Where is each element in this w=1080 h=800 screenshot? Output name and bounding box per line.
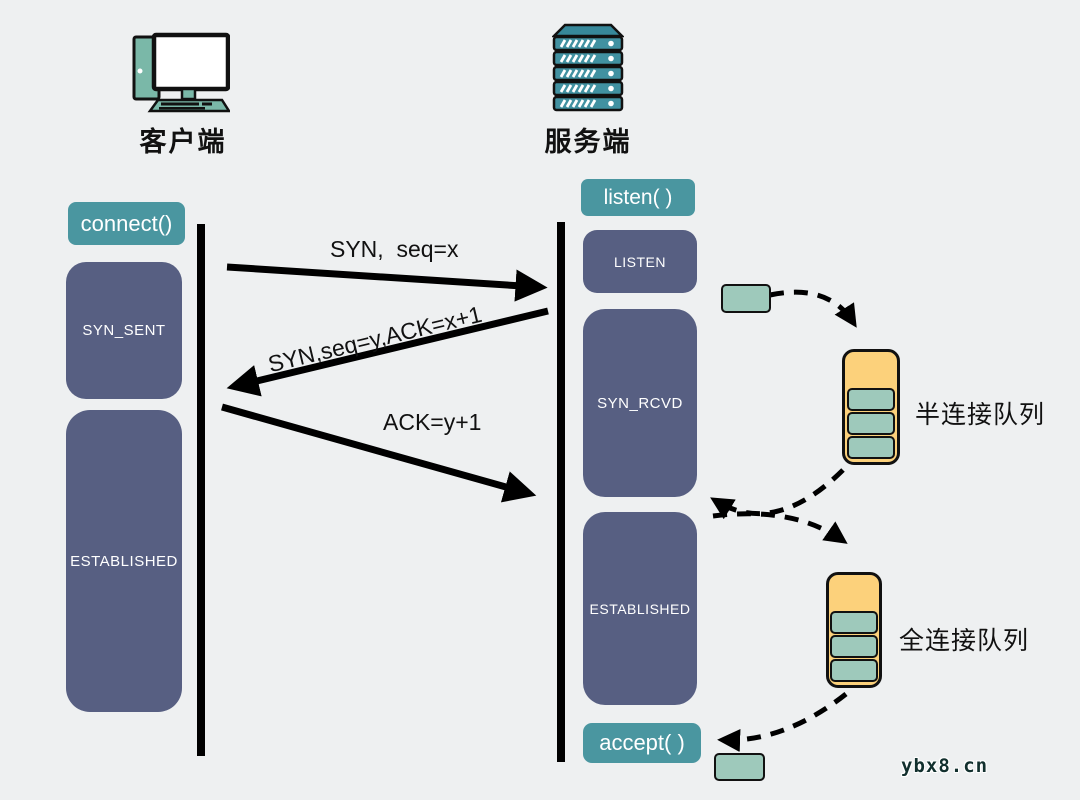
client-lifeline [197,224,205,756]
queue-cell [830,659,878,682]
syn-rcvd-state-box: SYN_RCVD [583,309,697,497]
site-watermark: ybx8.cn [901,755,989,777]
queue-cell [830,635,878,658]
listen-state-box: LISTEN [583,230,697,293]
server-lifeline [557,222,565,762]
full-queue-to-accept-arrow [717,692,848,753]
full-connection-queue [826,572,882,688]
client-label: 客户端 [139,127,227,157]
server-label: 服务端 [544,127,632,157]
ack-message-label: ACK=y+1 [383,409,482,435]
queue-cell [847,388,895,411]
syn-arrow [226,263,548,302]
client-established-state-box: ESTABLISHED [66,410,182,712]
half-connection-queue-label: 半连接队列 [915,401,1046,429]
server-rack-icon [552,23,624,112]
syn-message-label: SYN, seq=x [330,236,459,262]
chip-to-half-queue-arrow [769,289,857,328]
listen-call-box: listen( ) [581,179,695,216]
pending-connection-chip [721,284,771,313]
connect-call-box: connect() [68,202,185,245]
half-queue-to-server-arrow [710,468,845,520]
queue-cell [847,436,895,459]
queue-cell [847,412,895,435]
server-established-state-box: ESTABLISHED [583,512,697,705]
accepted-connection-chip [714,753,765,781]
full-connection-queue-label: 全连接队列 [899,627,1030,655]
accept-call-box: accept( ) [583,723,701,763]
queue-cell [830,611,878,634]
server-to-full-queue-arrow [712,511,848,544]
synack-message-label: SYN,seq=y,ACK=x+1 [265,300,485,378]
syn-sent-state-box: SYN_SENT [66,262,182,399]
desktop-computer-icon [132,32,230,113]
half-connection-queue [842,349,900,465]
